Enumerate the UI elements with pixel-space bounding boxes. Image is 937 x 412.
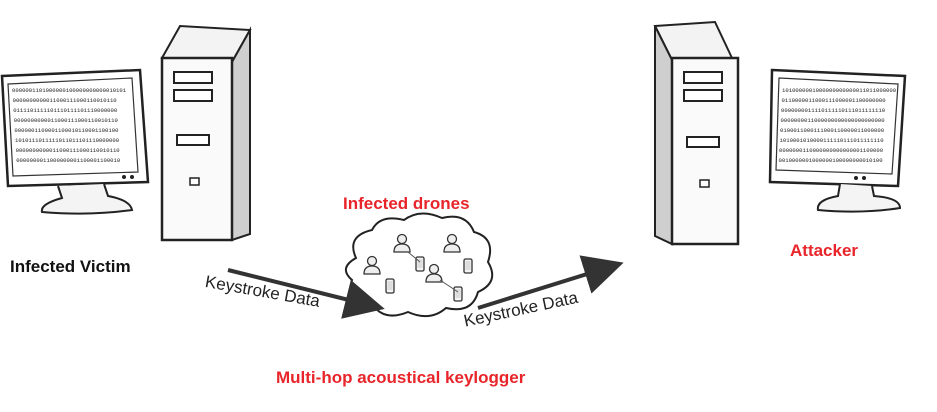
victim-computer-icon: 0000001101000000100000000000010101 000000… — [0, 24, 252, 242]
binary-line: 0000000011000000000000000000000 — [781, 117, 886, 124]
arrow-victim-to-drones — [227, 268, 385, 319]
binary-line: 0000000011000000001100001100010 — [16, 157, 121, 164]
binary-line: 0110000011000111000001100000000 — [782, 97, 887, 104]
binary-line: 0000000000011000111000110010110 — [13, 97, 118, 104]
attacker-label: Attacker — [790, 241, 859, 260]
binary-line: 1010001010000111110111011111110 — [780, 137, 885, 144]
binary-line: 0000000011110111110111011111110 — [781, 107, 886, 114]
binary-line: 0111101111101110111101110000000 — [13, 107, 118, 114]
attacker-computer-icon: 1010000001000000000000011011000000 011000… — [653, 20, 907, 246]
binary-line: 0010000001000000100000000010100 — [779, 157, 884, 164]
drone-cloud-icon — [345, 212, 494, 318]
phone-icon — [453, 286, 463, 302]
binary-line: 0000001100001100010110001100100 — [14, 127, 119, 134]
arrow-drones-to-attacker — [477, 255, 624, 310]
phone-icon — [463, 258, 473, 274]
phone-icon — [385, 278, 395, 294]
drones-label: Infected drones — [343, 194, 470, 213]
binary-line: 0000001101000000100000000000010101 — [12, 87, 127, 94]
binary-line: 1010000001000000000000011011000000 — [782, 87, 897, 94]
binary-line: 0000000000011000111000110010110 — [16, 147, 121, 154]
attacker-screen-text: 1010000001000000000000011011000000 011000… — [779, 87, 897, 164]
diagram-caption: Multi-hop acoustical keylogger — [276, 368, 526, 387]
binary-line: 0000000000011000111000110010110 — [14, 117, 119, 124]
binary-line: 0000000110000000000000001100000 — [779, 147, 884, 154]
victim-screen-text: 0000001101000000100000000000010101 000000… — [12, 87, 127, 164]
victim-label: Infected Victim — [10, 257, 131, 276]
binary-line: 1010111011111011011101110000000 — [15, 137, 120, 144]
binary-line: 0100011000111000110000011000000 — [780, 127, 885, 134]
